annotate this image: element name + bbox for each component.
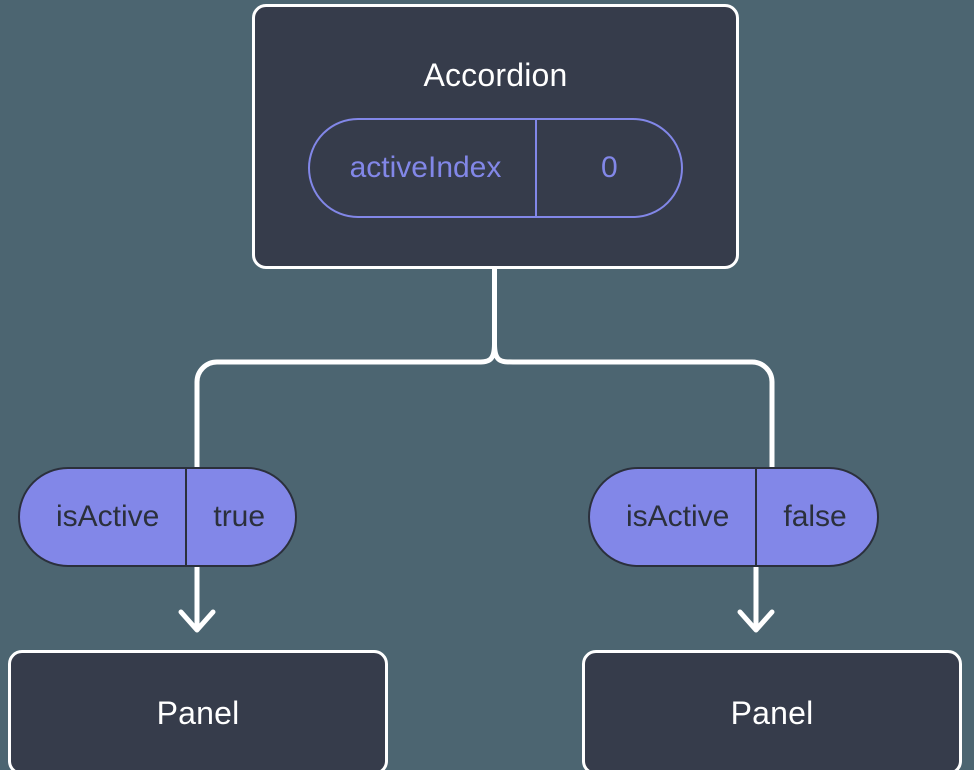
prop-pill-right-key: isActive [626, 500, 730, 533]
node-panel-left-title: Panel [156, 694, 240, 731]
prop-pill-left-value: true [185, 469, 295, 565]
state-pill-value: 0 [535, 120, 681, 216]
state-pill-key: activeIndex [349, 151, 502, 184]
prop-pill-isactive-true[interactable]: isActive true [18, 467, 298, 567]
connector-fork-left [194, 343, 497, 470]
node-panel-left[interactable]: Panel [8, 650, 388, 770]
arrow-head-down-left-icon [178, 609, 216, 633]
arrow-head-down-right-icon [737, 609, 775, 633]
node-panel-right[interactable]: Panel [582, 650, 962, 770]
node-accordion[interactable]: Accordion activeIndex 0 [252, 4, 739, 269]
connector-fork-right [492, 343, 775, 470]
prop-pill-isactive-false[interactable]: isActive false [588, 467, 879, 567]
node-panel-right-title: Panel [730, 694, 814, 731]
state-pill-activeindex[interactable]: activeIndex 0 [307, 118, 684, 218]
prop-pill-left-key: isActive [56, 500, 160, 533]
node-accordion-title: Accordion [423, 57, 568, 93]
prop-pill-right-value: false [755, 469, 876, 565]
